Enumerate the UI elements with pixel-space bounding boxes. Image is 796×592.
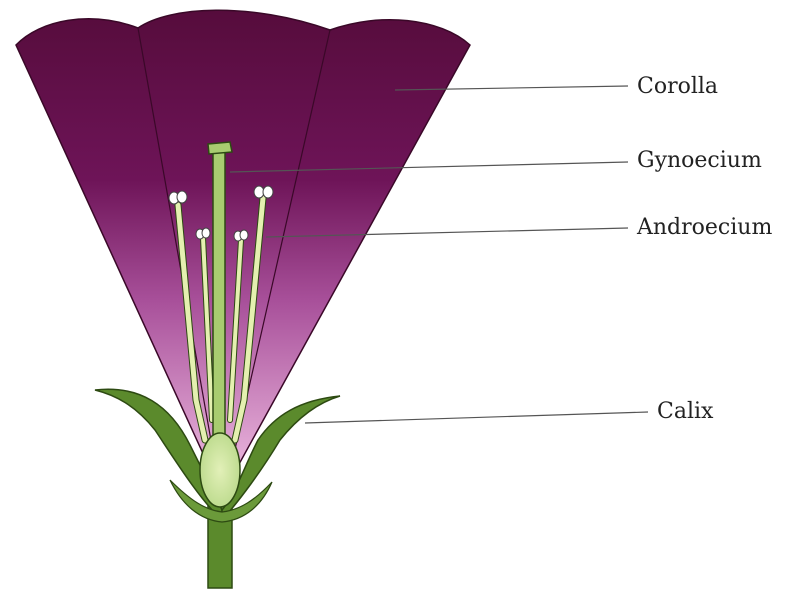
- corolla-label: Corolla: [637, 76, 718, 98]
- androecium-label: Androecium: [637, 217, 772, 239]
- calix-label: Calix: [657, 401, 713, 423]
- calix-leader-line: [305, 412, 648, 423]
- gynoecium-label: Gynoecium: [637, 150, 762, 172]
